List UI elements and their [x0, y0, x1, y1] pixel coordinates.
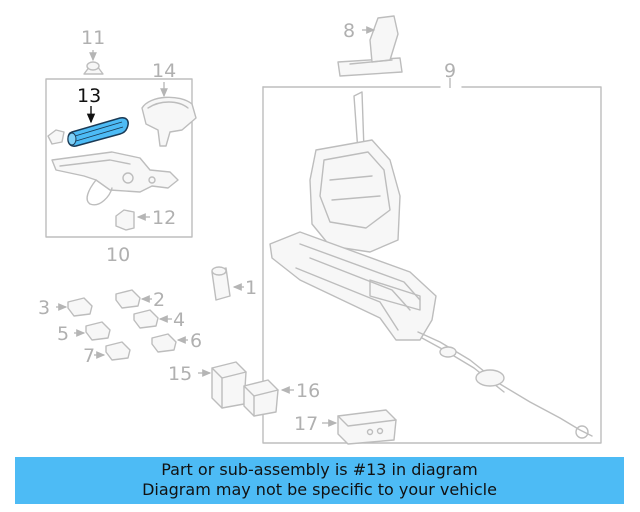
parts-diagram: 1 2 3 4 5 6 7 8 9 10 11 12 13 14 15 16 1… [38, 15, 602, 445]
part-8-cover [337, 15, 403, 77]
callout-15: 15 [168, 363, 192, 385]
banner-line-2: Diagram may not be specific to your vehi… [142, 480, 497, 499]
part-4-button [133, 309, 172, 329]
callout-16: 16 [296, 380, 320, 402]
callout-9: 9 [444, 60, 456, 82]
part-9-shifter [269, 78, 593, 439]
part-15-switch [198, 361, 247, 409]
callout-13: 13 [77, 85, 101, 107]
part-10-lever [51, 151, 179, 206]
part-2-button [115, 289, 152, 309]
callout-5: 5 [57, 323, 69, 345]
callout-10: 10 [106, 244, 130, 266]
callout-4: 4 [173, 309, 185, 331]
group-box-10 [45, 78, 193, 238]
part-12-bracket [115, 209, 150, 231]
part-14-boot [141, 82, 197, 147]
part-1-switch [211, 266, 244, 301]
callout-2: 2 [153, 289, 165, 311]
callout-11: 11 [81, 27, 105, 49]
part-13-grip [67, 106, 129, 147]
part-16-switch [243, 379, 294, 417]
callout-1: 1 [245, 277, 257, 299]
part-7-button [94, 341, 131, 361]
callout-12: 12 [152, 207, 176, 229]
info-banner: Part or sub-assembly is #13 in diagram D… [15, 457, 624, 504]
callout-17: 17 [294, 413, 318, 435]
callout-3: 3 [38, 297, 50, 319]
callout-8: 8 [343, 20, 355, 42]
callout-7: 7 [83, 345, 95, 367]
part-5-button [74, 321, 111, 341]
callout-6: 6 [190, 330, 202, 352]
part-3-button [56, 297, 93, 317]
part-6-button [151, 333, 188, 353]
banner-line-1: Part or sub-assembly is #13 in diagram [161, 460, 478, 479]
callout-14: 14 [152, 60, 176, 82]
part-11-clip [83, 50, 104, 75]
part-17-panel [322, 409, 397, 445]
